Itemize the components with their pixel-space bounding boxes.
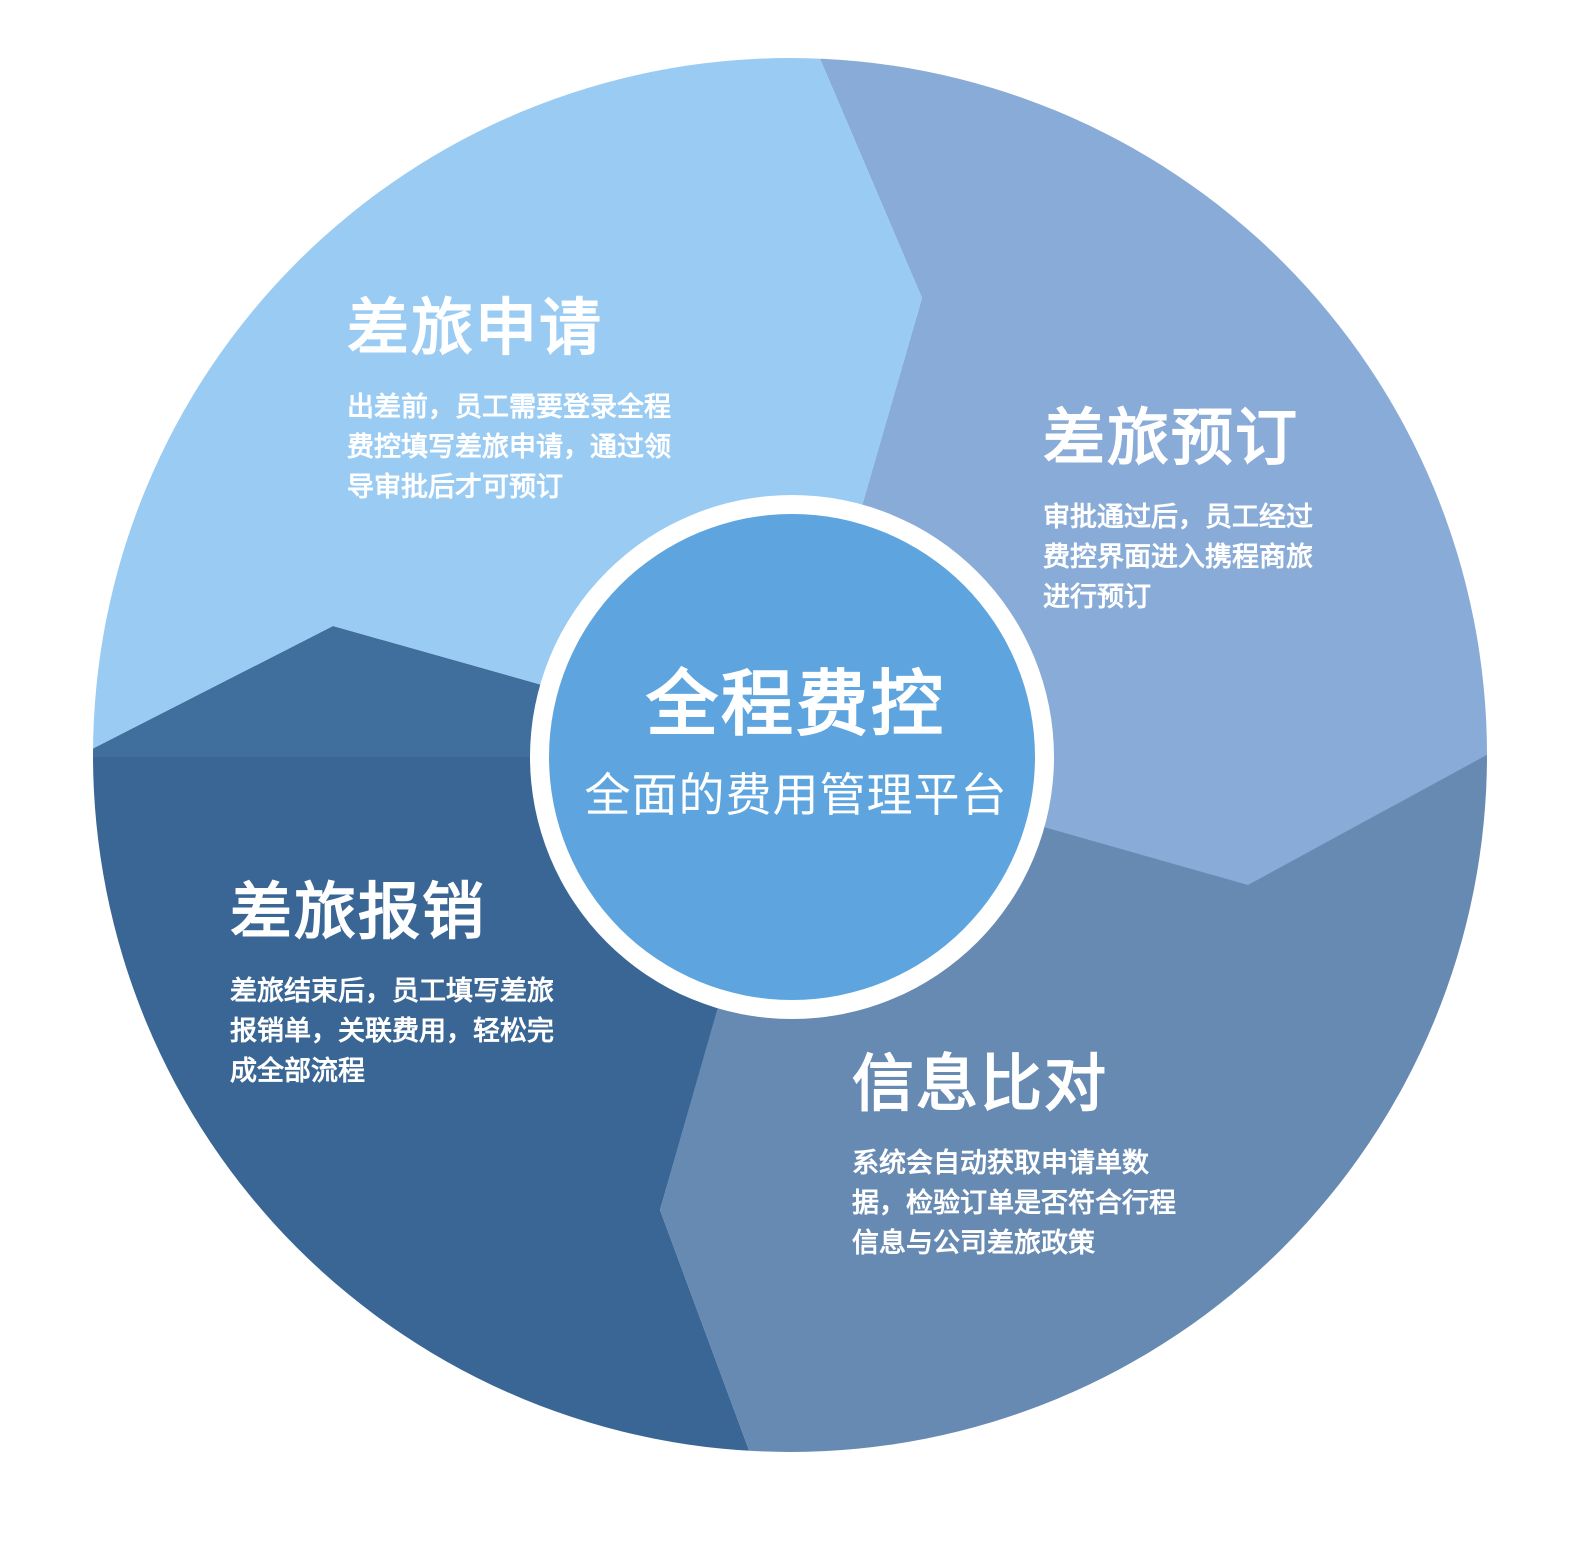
center-title: 全程费控 xyxy=(645,662,946,746)
center-subtitle: 全面的费用管理平台 xyxy=(584,768,1008,822)
segment-title-reimbursement: 差旅报销 xyxy=(230,875,487,948)
segment-title-apply: 差旅申请 xyxy=(347,291,604,364)
segment-description-book: 审批通过后，员工经过 费控界面进入携程商旅 进行预订 xyxy=(1043,502,1313,614)
segment-label-compare: 信息比对 系统会自动获取申请单数 据，检验订单是否符合行程 信息与公司差旅政策 xyxy=(852,1047,1232,1264)
segment-description-compare: 系统会自动获取申请单数 据，检验订单是否符合行程 信息与公司差旅政策 xyxy=(852,1148,1176,1260)
segment-description-apply: 出差前，员工需要登录全程 费控填写差旅申请，通过领 导审批后才可预订 xyxy=(347,392,671,504)
segment-title-compare: 信息比对 xyxy=(852,1047,1109,1120)
center-hub xyxy=(549,514,1035,1000)
segment-label-book: 差旅预订 审批通过后，员工经过 费控界面进入携程商旅 进行预订 xyxy=(1043,401,1373,618)
segment-title-book: 差旅预订 xyxy=(1043,401,1300,474)
segment-label-apply: 差旅申请 出差前，员工需要登录全程 费控填写差旅申请，通过领 导审批后才可预订 xyxy=(347,291,727,508)
segment-description-reimbursement: 差旅结束后，员工填写差旅 报销单，关联费用，轻松完 成全部流程 xyxy=(230,976,554,1088)
segment-label-reimbursement: 差旅报销 差旅结束后，员工填写差旅 报销单，关联费用，轻松完 成全部流程 xyxy=(230,875,610,1092)
